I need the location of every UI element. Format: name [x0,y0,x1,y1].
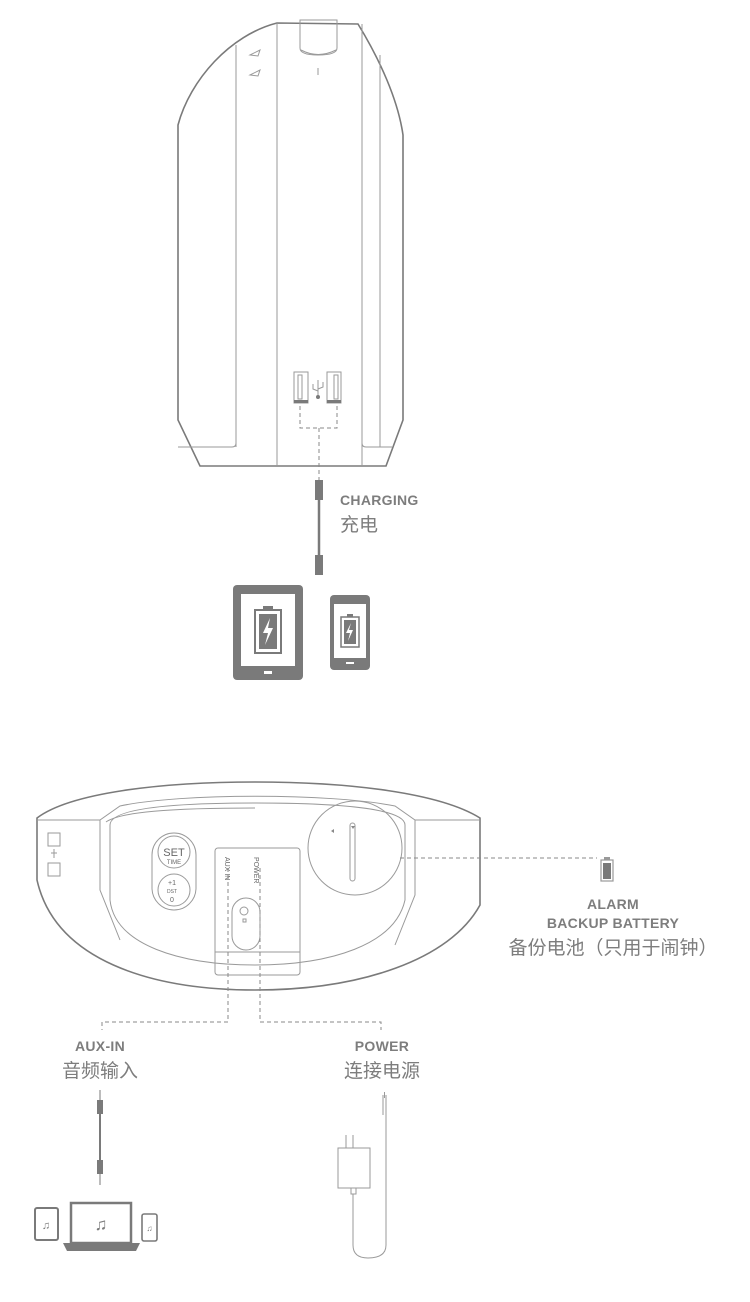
audio-sources: ♫ ♫ ♫ [34,1201,158,1251]
speaker-back-view: SET TIME +1 DST 0 AUX IN POWER [36,781,614,1030]
aux-in-label-cn: 音频输入 [61,1060,138,1082]
backup-battery-label: BACKUP BATTERY [546,915,680,931]
battery-charging-icon [254,606,282,654]
speaker-top-view [177,19,404,575]
plus1-label: +1 [168,880,176,887]
power-label: POWER [354,1038,410,1054]
backup-battery-label-cn: 备份电池（只用于闹钟） [508,937,718,959]
charging-label: CHARGING [340,492,419,508]
aux-in-label: AUX-IN [74,1038,126,1054]
set-button-label: SET [163,847,185,859]
set-dst-buttons [151,832,197,911]
zero-label: 0 [170,897,174,904]
power-adapter-icon [337,1092,387,1259]
port-cover [214,847,301,976]
alarm-label: ALARM [586,896,640,912]
aux-cable [97,1090,103,1185]
usb-ports-side [47,832,61,877]
music-note-icon: ♫ [95,1215,108,1234]
power-label-cn: 连接电源 [343,1060,420,1082]
charging-label-cn: 充电 [340,514,379,536]
dst-label: DST [167,889,177,895]
usb-cable-connector [315,480,323,500]
coin-battery-icon [600,857,614,882]
power-port-label: POWER [252,857,259,883]
phone-charging [330,595,370,670]
music-note-icon: ♫ [147,1224,153,1233]
usb-icon [312,380,324,399]
music-note-icon: ♫ [42,1220,50,1232]
time-label: TIME [167,860,181,866]
aux-in-port-label: AUX IN [223,857,230,880]
usb-port-left [293,371,309,404]
tablet-charging [233,585,303,680]
top-button [299,19,338,56]
battery-compartment [307,800,403,896]
volume-icons [248,49,261,77]
